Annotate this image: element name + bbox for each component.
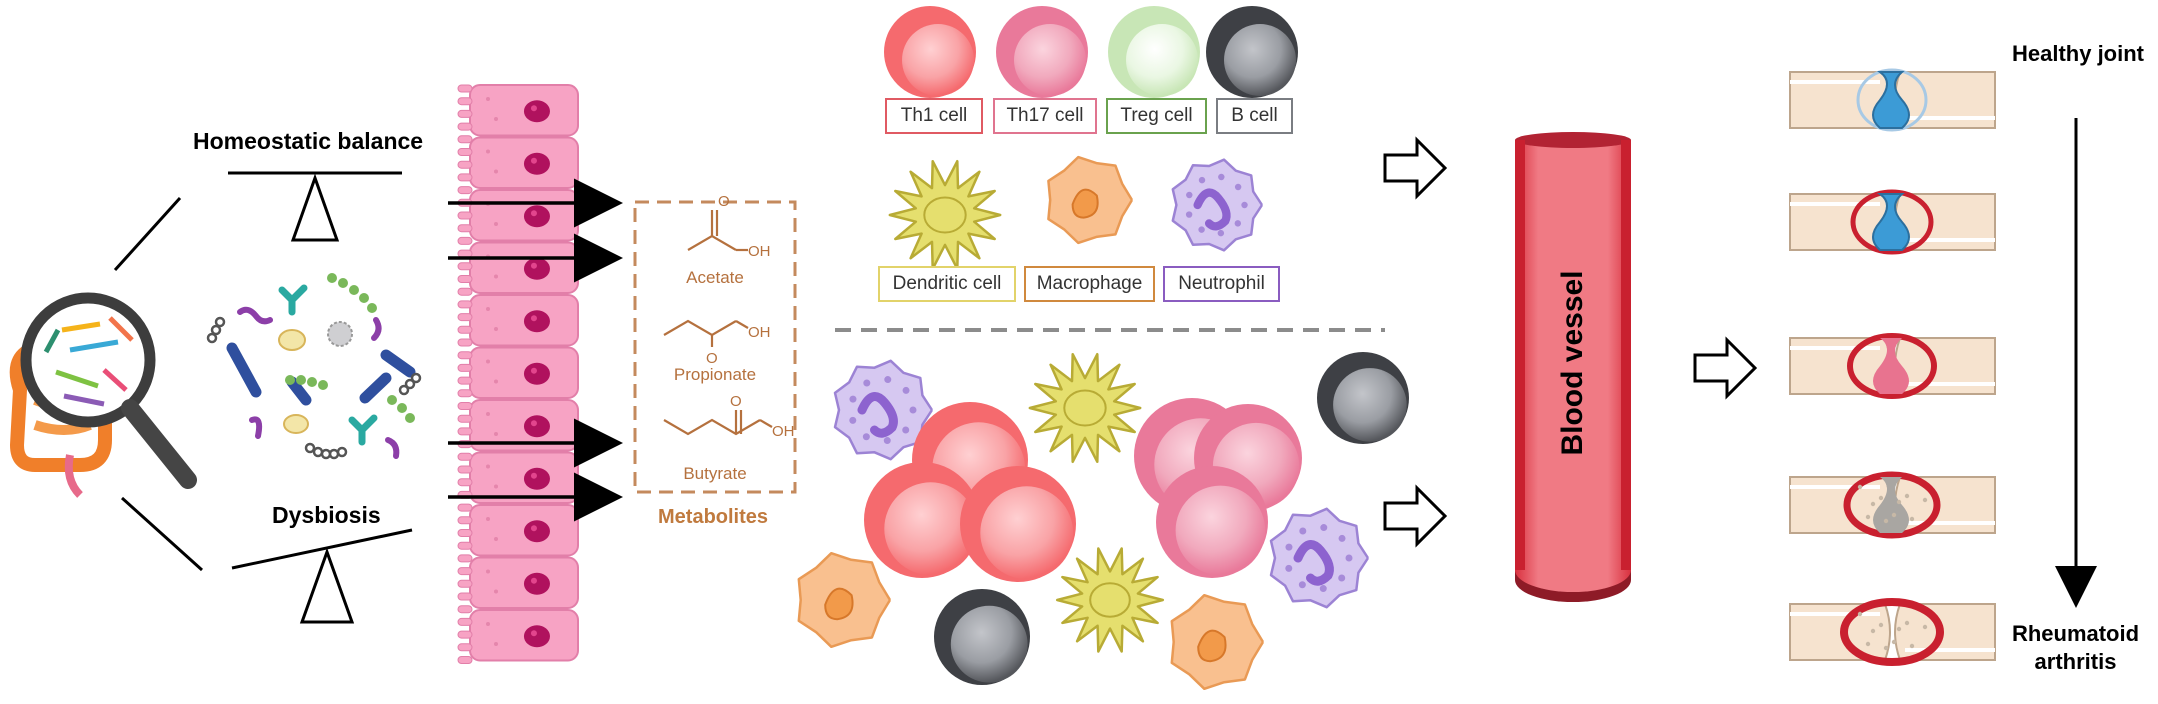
branch-line-down [120,496,204,572]
hydroxyl-acetate: OH [748,243,771,260]
hydroxyl-propionate: OH [748,324,771,341]
oxygen-butyrate: O [730,393,742,410]
th1-cell-icon [884,6,976,98]
metabolites-title: Metabolites [658,506,769,528]
propionate-label: Propionate [673,365,757,384]
metabolites-box [633,200,797,494]
blood-vessel-label: Blood vessel [1556,270,1589,456]
macrophage-label: Macrophage [1024,266,1155,302]
microbiota-cluster-icon [206,273,422,460]
neutrophil-label: Neutrophil [1163,266,1280,302]
macrophage-icon [1047,155,1134,245]
th1-cell-label: Th1 cell [885,98,983,134]
dendritic-cell-icon [888,159,1002,271]
transport-arrows [448,178,623,522]
acetate-label: Acetate [686,268,744,287]
magnifier-icon [20,292,197,489]
dendritic-cell-label: Dendritic cell [878,266,1016,302]
treg-cell-icon [1108,6,1200,98]
flow-arrows [1383,136,1758,548]
healthy-joint-label: Healthy joint [2011,41,2144,66]
blood-vessel-icon [1515,132,1631,602]
butyrate-label: Butyrate [683,464,747,483]
b-cell-icon [1206,6,1298,98]
dysbiosis-label: Dysbiosis [272,502,381,528]
th17-cell-icon [996,6,1088,98]
oxygen-propionate: O [706,350,718,367]
intestinal-epithelium [457,84,579,664]
joint-progression [1789,68,1996,666]
th17-cell-label: Th17 cell [993,98,1097,134]
neutrophil-icon [1171,158,1264,252]
balanced-scale-icon [228,171,402,242]
oxygen-acetate: O [718,193,730,210]
rheumatoid-arthritis-label: Rheumatoid arthritis [2011,621,2140,674]
tilted-scale-icon [231,528,413,624]
b-cell-label: B cell [1216,98,1293,134]
activated-immune-cells [797,352,1409,691]
hydroxyl-butyrate: OH [772,423,795,440]
branch-line-up [113,196,182,272]
treg-cell-label: Treg cell [1106,98,1207,134]
scfa-structures [663,210,773,436]
homeostatic-balance-label: Homeostatic balance [193,128,424,154]
